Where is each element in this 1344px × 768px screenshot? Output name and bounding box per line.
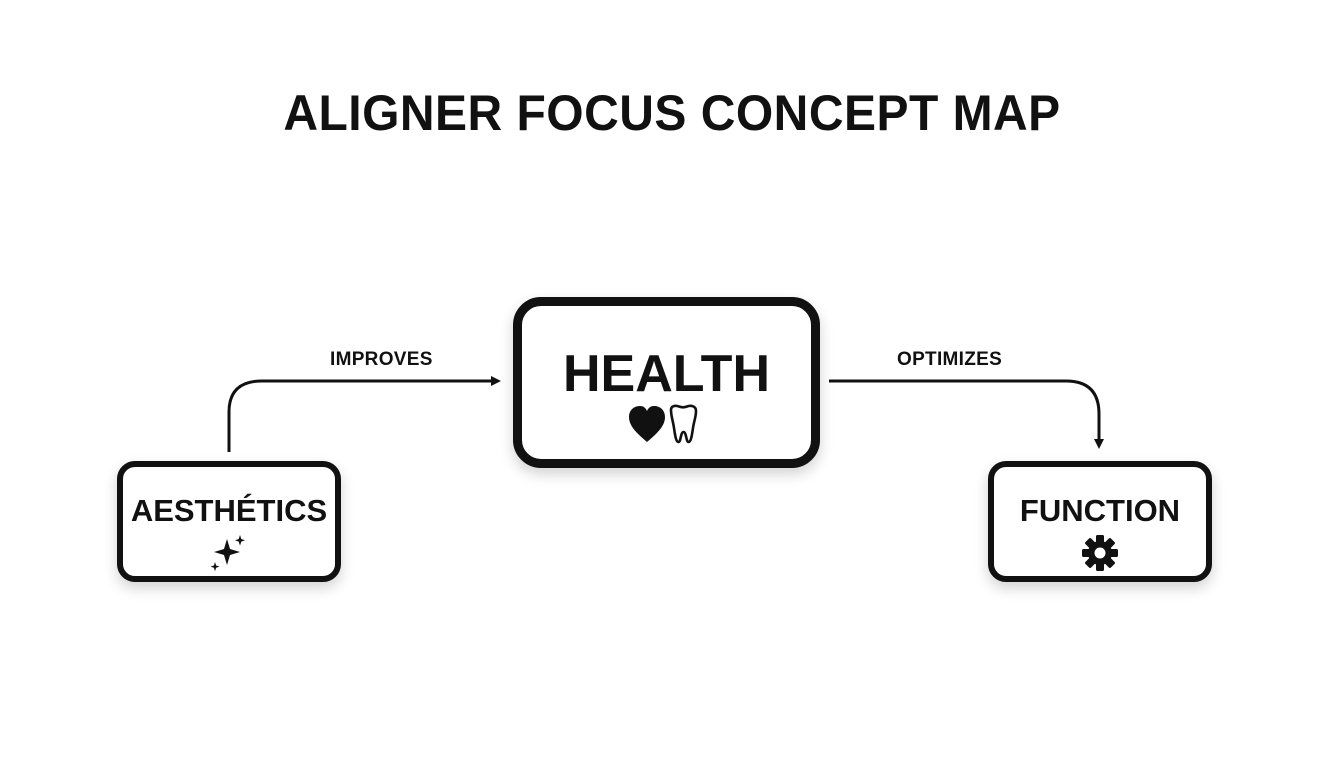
edge-label-improves: IMPROVES xyxy=(330,349,433,370)
node-health: HEALTH xyxy=(513,297,820,468)
sparkle-icon xyxy=(210,535,245,572)
edge-optimizes-arrow xyxy=(829,379,1104,449)
diagram-title: ALIGNER FOCUS CONCEPT MAP xyxy=(283,85,1061,141)
node-aesthetics-label: AESTHÉTICS xyxy=(130,493,328,528)
heart-tooth-icon xyxy=(628,404,697,444)
edge-label-optimizes: OPTIMIZES xyxy=(897,349,1003,370)
edge-improves-arrow xyxy=(227,376,501,452)
node-function-label: FUNCTION xyxy=(1019,493,1181,528)
node-aesthetics: AESTHÉTICS xyxy=(117,461,341,582)
gear-icon xyxy=(1082,535,1118,571)
node-function: FUNCTION xyxy=(988,461,1212,582)
node-health-label: HEALTH xyxy=(562,345,770,403)
